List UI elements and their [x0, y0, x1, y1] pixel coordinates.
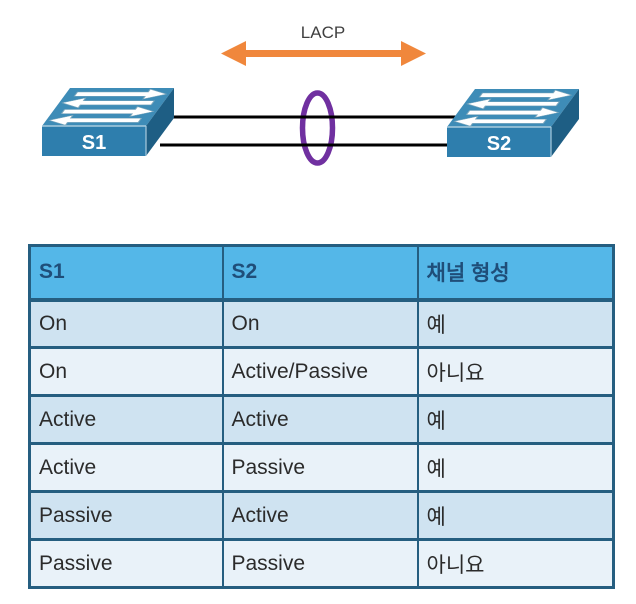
- cell-s1-mode: On: [28, 298, 224, 349]
- table-row: Passive Active 예: [28, 490, 615, 541]
- cell-s1-mode: Active: [28, 442, 224, 493]
- switch-s1-label: S1: [82, 132, 106, 154]
- table-row: Active Active 예: [28, 394, 615, 445]
- table-row: Active Passive 예: [28, 442, 615, 493]
- lacp-arrow-icon: [221, 41, 426, 66]
- cell-s1-mode: On: [28, 346, 224, 397]
- cell-s2-mode: Active/Passive: [221, 346, 419, 397]
- cell-channel-formed: 아니요: [416, 538, 615, 589]
- lacp-mode-table: S1 S2 채널 형성 On On 예 On Active/Passive 아니…: [28, 244, 615, 589]
- switch-s2: S2: [447, 89, 579, 157]
- switch-s2-label: S2: [487, 133, 511, 155]
- cell-s2-mode: On: [221, 298, 419, 349]
- cell-s2-mode: Active: [221, 394, 419, 445]
- table-header-row: S1 S2 채널 형성: [28, 244, 615, 302]
- table-row: Passive Passive 아니요: [28, 538, 615, 589]
- cell-channel-formed: 예: [416, 394, 615, 445]
- lacp-label: LACP: [301, 23, 345, 42]
- table-header-s2: S2: [221, 244, 419, 302]
- switch-top-arrows-icon: [453, 89, 573, 127]
- link-line-bottom: [160, 143, 460, 147]
- table-row: On Active/Passive 아니요: [28, 346, 615, 397]
- table-header-channel-formed: 채널 형성: [416, 244, 615, 302]
- link-line-top: [160, 115, 460, 119]
- etherchannel-diagram: LACP S1: [42, 23, 579, 166]
- table-row: On On 예: [28, 298, 615, 349]
- cell-channel-formed: 예: [416, 442, 615, 493]
- etherchannel-bundle-ellipse: [299, 90, 336, 166]
- cell-s2-mode: Passive: [221, 538, 419, 589]
- cell-s1-mode: Passive: [28, 538, 224, 589]
- table-header-s1: S1: [28, 244, 224, 302]
- cell-s2-mode: Passive: [221, 442, 419, 493]
- cell-s1-mode: Active: [28, 394, 224, 445]
- cell-s2-mode: Active: [221, 490, 419, 541]
- switch-top-arrows-icon: [48, 88, 168, 126]
- cell-channel-formed: 예: [416, 490, 615, 541]
- cell-channel-formed: 예: [416, 298, 615, 349]
- cell-s1-mode: Passive: [28, 490, 224, 541]
- switch-s1: S1: [42, 88, 174, 156]
- cell-channel-formed: 아니요: [416, 346, 615, 397]
